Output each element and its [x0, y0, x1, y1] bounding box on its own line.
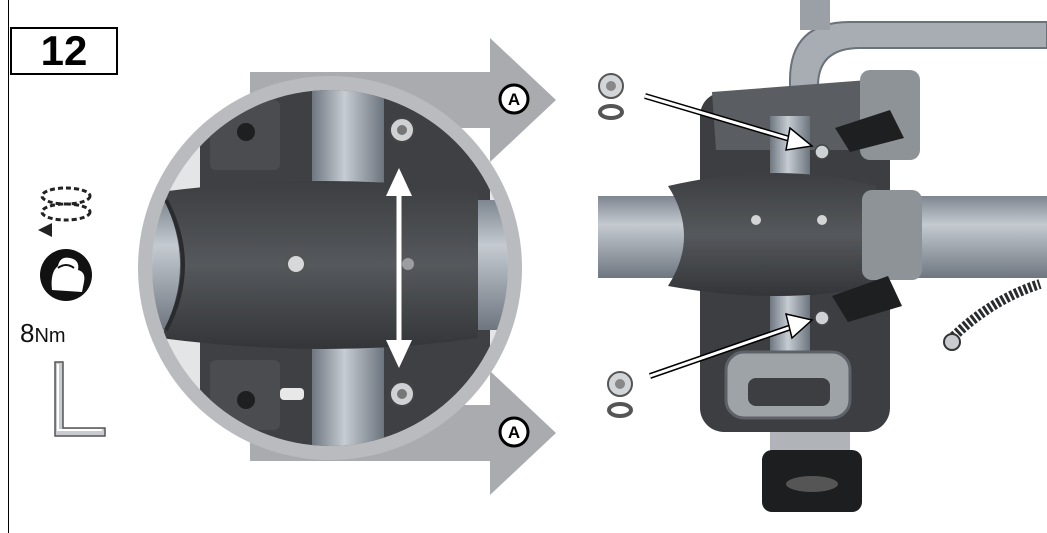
allen-key-icon — [54, 361, 106, 437]
step-number-box: 12 — [10, 27, 118, 75]
torque-value: 8 — [20, 318, 35, 348]
step-number: 12 — [40, 27, 88, 74]
panel-left-border — [8, 0, 9, 533]
rotate-tighten-icon — [38, 186, 92, 237]
upper-nut-washer — [598, 73, 624, 120]
upper-marker-a: A — [498, 83, 530, 115]
bike-carrier-assembly — [598, 0, 1047, 512]
detail-zoom-circle — [138, 76, 522, 460]
clamp-travel-double-arrow — [386, 168, 412, 368]
lower-nut-washer — [607, 371, 633, 418]
lower-fastener-pointer-arrow — [649, 312, 814, 379]
torque-spec: 8Nm — [20, 318, 110, 349]
upper-fastener-pointer-arrow — [644, 93, 814, 151]
torque-unit: Nm — [34, 325, 66, 347]
lower-marker-a: A — [498, 416, 530, 448]
upper-marker-label: A — [508, 90, 520, 109]
lower-marker-label: A — [508, 423, 520, 442]
torque-arm-icon — [40, 249, 92, 301]
